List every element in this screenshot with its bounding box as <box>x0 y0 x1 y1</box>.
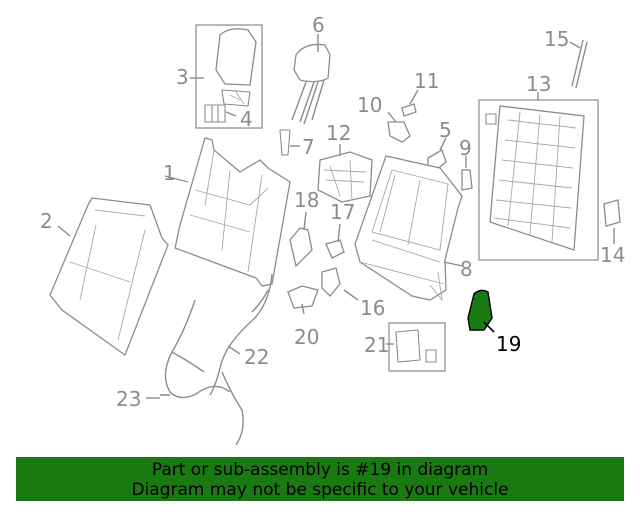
callout-18: 18 <box>294 188 319 212</box>
callout-19: 19 <box>496 332 521 356</box>
callout-4: 4 <box>240 107 253 131</box>
part-22-cable <box>209 273 273 446</box>
part-18-bracket <box>289 227 313 268</box>
part-16-hinge <box>321 267 341 297</box>
callout-6: 6 <box>312 13 325 37</box>
part-3-box <box>195 24 263 129</box>
callout-labels: 1 2 3 4 5 6 7 8 9 10 11 12 13 14 15 16 1… <box>40 13 625 411</box>
callout-8: 8 <box>460 257 473 281</box>
info-banner: Part or sub-assembly is #19 in diagram D… <box>16 457 624 501</box>
part-15-rod <box>571 39 588 89</box>
callout-7: 7 <box>302 135 315 159</box>
banner-line-2: Diagram may not be specific to your vehi… <box>131 480 509 500</box>
banner-line-1: Part or sub-assembly is #19 in diagram <box>151 460 489 480</box>
callout-10: 10 <box>357 93 382 117</box>
callout-15: 15 <box>544 27 569 51</box>
callout-17: 17 <box>330 200 355 224</box>
part-8-seat-back-frame <box>354 155 463 302</box>
part-14-clip <box>603 199 621 227</box>
part-11-clip <box>401 103 417 117</box>
part-9-hinge <box>461 169 473 191</box>
callout-13: 13 <box>526 72 551 96</box>
callout-12: 12 <box>326 121 351 145</box>
part-21-box <box>388 322 446 372</box>
callout-22: 22 <box>244 345 269 369</box>
callout-11: 11 <box>414 69 439 93</box>
part-10-bracket <box>387 121 411 143</box>
callout-14: 14 <box>600 243 625 267</box>
part-1-seat-back-pad <box>174 137 291 287</box>
part-20-cover <box>287 285 319 309</box>
parts-diagram: 1 2 3 4 5 6 7 8 9 10 11 12 13 14 15 16 1… <box>40 13 625 446</box>
callout-3: 3 <box>176 65 189 89</box>
callout-9: 9 <box>459 136 472 160</box>
callout-5: 5 <box>439 118 452 142</box>
callout-1: 1 <box>163 161 176 185</box>
callout-2: 2 <box>40 209 53 233</box>
part-6-headrest <box>291 43 331 125</box>
callout-23: 23 <box>116 387 141 411</box>
part-17-bracket <box>325 239 345 259</box>
part-7-pin <box>279 129 291 156</box>
callout-21: 21 <box>364 333 389 357</box>
part-19-highlight[interactable] <box>467 289 493 331</box>
part-12-lock <box>317 151 373 203</box>
callout-20: 20 <box>294 325 319 349</box>
part-13-box <box>478 99 599 261</box>
part-2-seat-back-cover <box>49 197 169 357</box>
part-23-cable <box>160 299 231 399</box>
callout-16: 16 <box>360 296 385 320</box>
leader-lines <box>57 34 615 399</box>
